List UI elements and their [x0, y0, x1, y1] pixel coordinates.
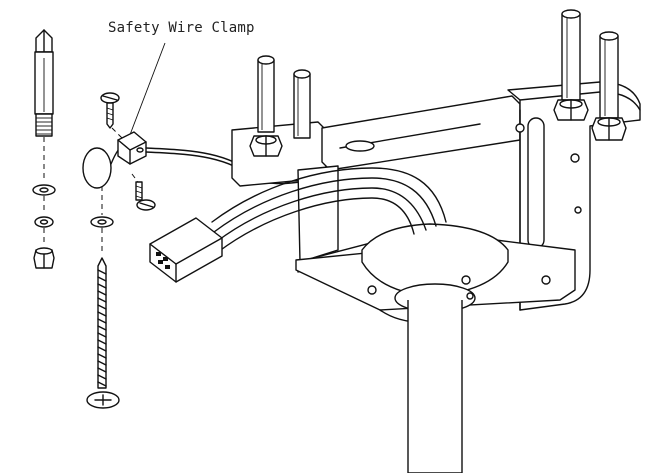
callout-label: Safety Wire Clamp: [108, 20, 255, 36]
hex-nut: [249, 55, 283, 157]
flat-washer: [90, 216, 114, 228]
hex-nut: [293, 69, 311, 139]
clamp-screw: [135, 181, 156, 211]
lock-washer: [34, 216, 54, 228]
callout-leader-line: [127, 42, 166, 141]
clamp-screw: [100, 92, 120, 129]
toggle-anchor: [34, 29, 54, 137]
wire-bundle: [211, 167, 447, 253]
wire-connector: [149, 217, 223, 283]
wood-screw: [86, 257, 120, 409]
flat-washer: [32, 184, 56, 196]
safety-wire-clamp: [82, 131, 147, 189]
hex-nut: [553, 9, 589, 121]
downrod: [361, 223, 509, 473]
hex-nut: [591, 31, 627, 141]
hex-nut: [33, 247, 55, 269]
